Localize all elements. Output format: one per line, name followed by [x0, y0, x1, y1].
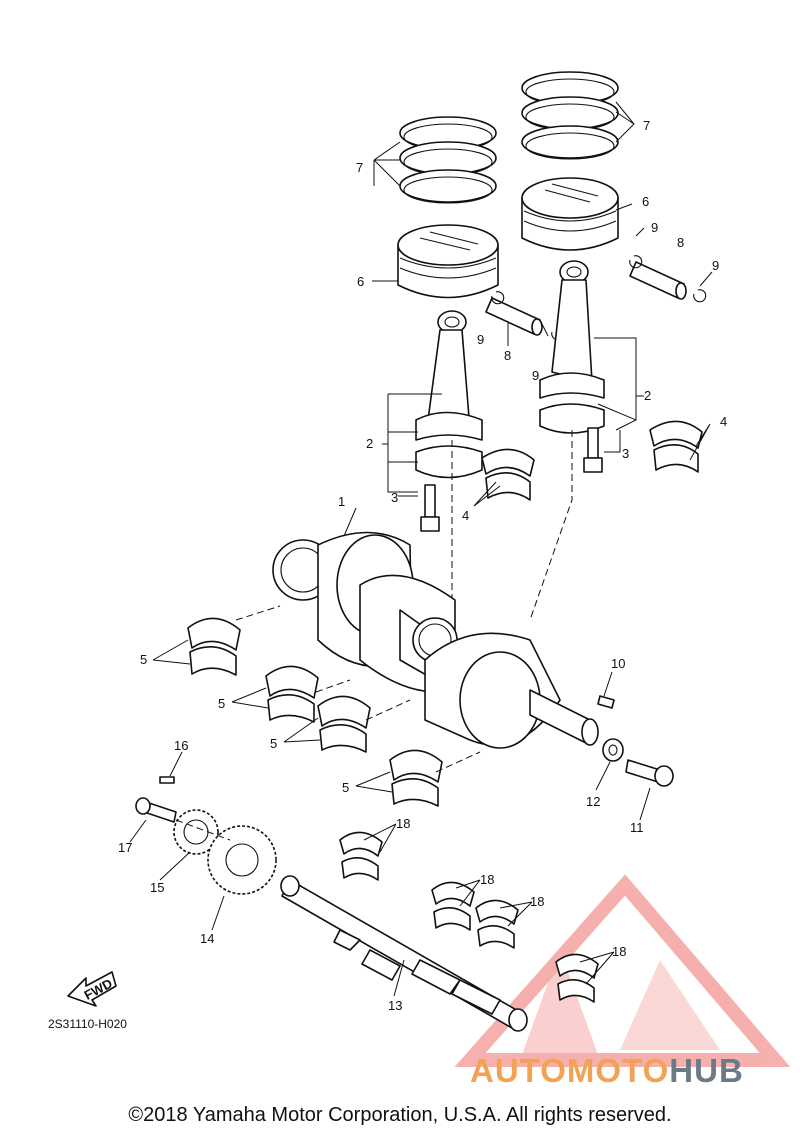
watermark-word-hub: HUB [669, 1052, 744, 1089]
callout-18-a: 18 [396, 816, 410, 831]
crank-bolt [625, 759, 674, 787]
callout-11: 11 [630, 820, 644, 835]
rod-bolt-right [583, 427, 603, 473]
leader-lines [129, 101, 713, 997]
callout-18-b: 18 [480, 872, 494, 887]
fwd-arrow-icon: FWD [67, 971, 117, 1007]
watermark-wordmark: AUTOMOTOHUB [470, 1052, 744, 1090]
connecting-rod-left [415, 310, 483, 479]
callout-5-b: 5 [218, 696, 225, 711]
rod-bearings-right [649, 420, 703, 473]
watermark-word-auto: AUTO [470, 1052, 567, 1089]
callout-10: 10 [611, 656, 625, 671]
callout-7-right: 7 [643, 118, 650, 133]
callout-14: 14 [200, 931, 214, 946]
callout-3-left: 3 [391, 490, 398, 505]
callout-6-left: 6 [357, 274, 364, 289]
washer [602, 738, 624, 762]
callout-8-left: 8 [504, 348, 511, 363]
callout-18-c: 18 [530, 894, 544, 909]
copyright-notice: ©2018 Yamaha Motor Corporation, U.S.A. A… [128, 1104, 672, 1126]
piston-left [397, 224, 499, 299]
callout-17: 17 [118, 840, 132, 855]
piston-ring-set-left [399, 116, 497, 204]
callout-9-b: 9 [712, 258, 719, 273]
callout-9-d: 9 [532, 368, 539, 383]
rod-bearings-left [481, 448, 535, 501]
balancer-gear-large [207, 825, 277, 895]
crankshaft [272, 531, 599, 749]
piston-pin-left [485, 297, 543, 336]
callout-5-d: 5 [342, 780, 349, 795]
pin-small [159, 776, 175, 784]
dashed-alignment-lines [175, 430, 573, 841]
woodruff-key [597, 695, 615, 709]
callout-5-a: 5 [140, 652, 147, 667]
callout-16: 16 [174, 738, 188, 753]
rod-bolt-left [420, 484, 440, 532]
callout-9-a: 9 [651, 220, 658, 235]
balancer-shaft [280, 875, 528, 1032]
connecting-rod-right [539, 260, 605, 434]
balancer-bearings [339, 831, 599, 1003]
callout-5-c: 5 [270, 736, 277, 751]
watermark-logo [454, 874, 791, 1067]
callout-9-c: 9 [477, 332, 484, 347]
main-bearings [187, 617, 443, 807]
callout-4-left: 4 [462, 508, 469, 523]
callout-2-right: 2 [644, 388, 651, 403]
callout-18-d: 18 [612, 944, 626, 959]
piston-right [521, 177, 619, 251]
callout-1: 1 [338, 494, 345, 509]
bolt-small [135, 797, 177, 823]
callout-12: 12 [586, 794, 600, 809]
callout-6-right: 6 [642, 194, 649, 209]
callout-3-right: 3 [622, 446, 629, 461]
callout-labels: 7 7 6 6 9 8 9 9 8 9 2 2 3 3 4 4 1 5 5 5 … [118, 118, 727, 1013]
callout-7-left: 7 [356, 160, 363, 175]
callout-4-right: 4 [720, 414, 727, 429]
callout-13: 13 [388, 998, 402, 1013]
piston-pin-right [629, 261, 687, 300]
callout-8-right: 8 [677, 235, 684, 250]
callout-2-left: 2 [366, 436, 373, 451]
watermark-word-moto: MOTO [566, 1052, 670, 1089]
callout-15: 15 [150, 880, 164, 895]
drawing-code: 2S31110-H020 [48, 1017, 127, 1031]
piston-ring-set-right [521, 71, 619, 160]
